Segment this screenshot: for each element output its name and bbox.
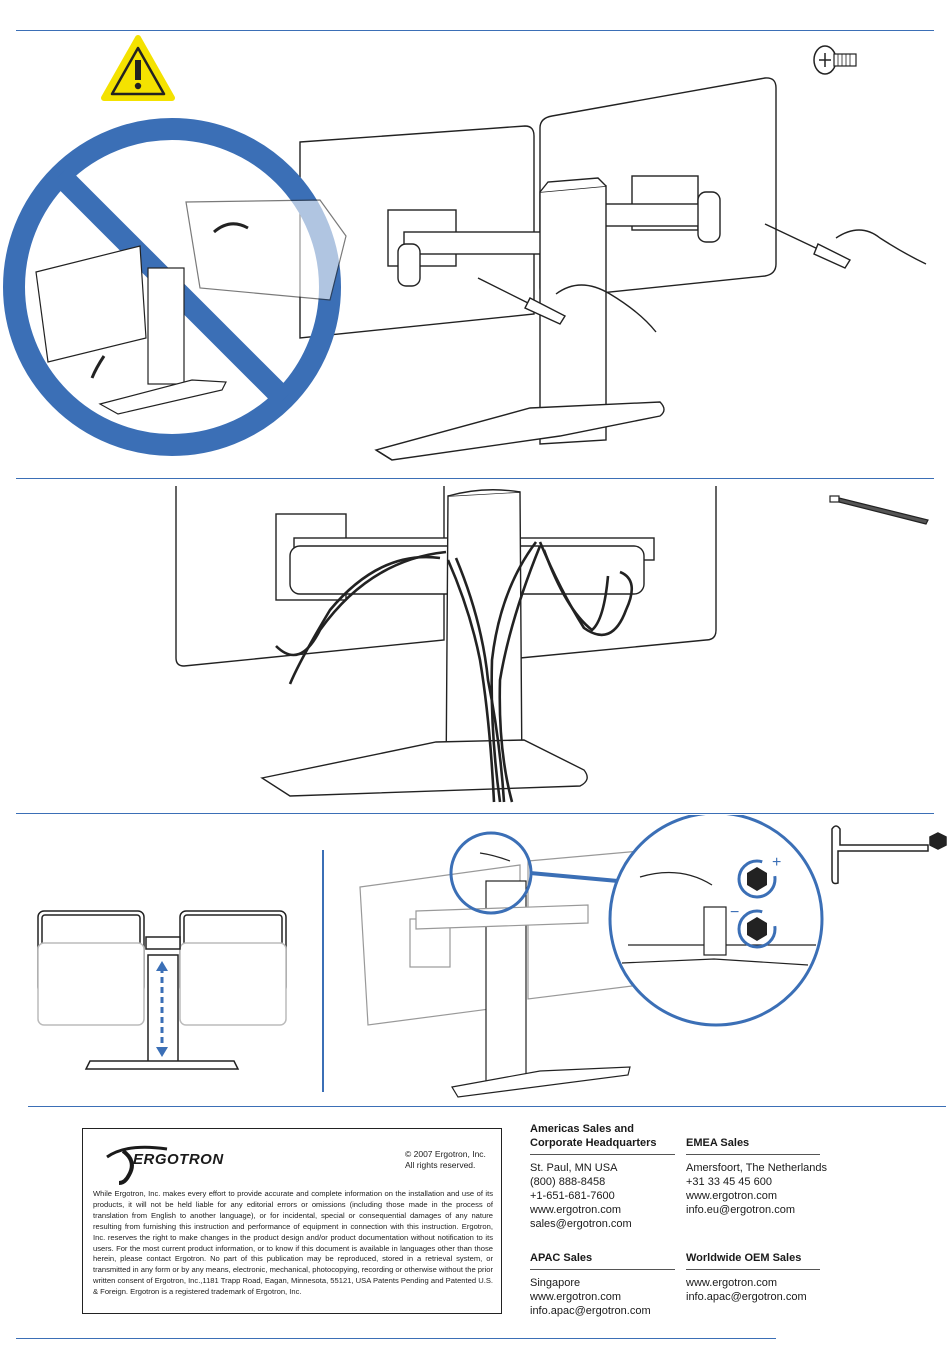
contact-line: St. Paul, MN USA — [530, 1162, 618, 1174]
contact-email[interactable]: info.apac@ergotron.com — [530, 1305, 651, 1317]
svg-text:+: + — [772, 854, 781, 871]
contact-americas: Americas Sales and Corporate Headquarter… — [530, 1122, 675, 1231]
copyright-line-2: All rights reserved. — [405, 1160, 476, 1170]
contact-line: Amersfoort, The Netherlands — [686, 1162, 828, 1174]
contact-emea-heading: EMEA Sales — [686, 1136, 820, 1155]
section-rule-top — [16, 30, 934, 31]
contact-emea: EMEA Sales Amersfoort, The Netherlands +… — [686, 1136, 828, 1217]
contact-apac-heading: APAC Sales — [530, 1251, 675, 1270]
logo-text: ERGOTRON — [133, 1151, 224, 1168]
tilted-monitor-illustration — [35, 199, 347, 415]
cable-tie-icon — [829, 495, 929, 525]
cables-illustration — [275, 541, 634, 803]
svg-text:−: − — [730, 904, 739, 921]
legal-notice-box: ERGOTRON © 2007 Ergotron, Inc. All right… — [82, 1128, 502, 1314]
dual-monitor-back-illustration — [175, 486, 717, 797]
section-rule-bottom — [16, 1338, 776, 1339]
panel-cable-routing — [0, 480, 950, 810]
zoom-callout-large — [608, 815, 824, 1027]
panel-mount-monitors — [0, 32, 950, 476]
contact-email[interactable]: info.apac@ergotron.com — [686, 1291, 807, 1303]
warning-icon — [101, 35, 175, 101]
loosen-icon: − — [730, 904, 777, 949]
ergotron-logo — [106, 1145, 168, 1185]
monitor-left-illustration — [299, 77, 777, 461]
contact-email[interactable]: info.eu@ergotron.com — [686, 1204, 796, 1216]
panel-divider — [322, 850, 324, 1092]
screwdriver-illustration — [477, 223, 927, 333]
height-arrow-icon — [156, 961, 168, 1057]
zoom-callout-small — [449, 831, 619, 915]
panel-height-adjust: + − — [0, 815, 950, 1105]
tighten-icon: + — [737, 854, 781, 899]
contact-oem-heading: Worldwide OEM Sales — [686, 1251, 820, 1270]
contact-line: +1-651-681-7600 — [530, 1190, 615, 1202]
contact-line: +31 33 45 45 600 — [686, 1176, 772, 1188]
contact-oem: Worldwide OEM Sales www.ergotron.com inf… — [686, 1251, 820, 1304]
legal-disclaimer: While Ergotron, Inc. makes every effort … — [93, 1189, 493, 1297]
copyright-notice: © 2007 Ergotron, Inc. All rights reserve… — [405, 1149, 486, 1171]
adjust-view-illustration — [359, 850, 641, 1098]
contact-link[interactable]: www.ergotron.com — [530, 1291, 622, 1303]
section-rule-3 — [16, 813, 934, 814]
contact-apac: APAC Sales Singapore www.ergotron.com in… — [530, 1251, 675, 1318]
section-rule-2 — [16, 478, 934, 479]
contact-line: (800) 888-8458 — [530, 1176, 606, 1188]
contact-email[interactable]: sales@ergotron.com — [530, 1218, 632, 1230]
contact-line: Singapore — [530, 1277, 581, 1289]
contact-link[interactable]: www.ergotron.com — [686, 1277, 778, 1289]
contact-americas-heading: Americas Sales and Corporate Headquarter… — [530, 1122, 675, 1155]
section-rule-4 — [28, 1106, 946, 1107]
contact-link[interactable]: www.ergotron.com — [530, 1204, 622, 1216]
hex-key-icon — [831, 825, 947, 885]
screw-icon — [813, 45, 857, 75]
contact-link[interactable]: www.ergotron.com — [686, 1190, 778, 1202]
copyright-line-1: © 2007 Ergotron, Inc. — [405, 1149, 486, 1159]
